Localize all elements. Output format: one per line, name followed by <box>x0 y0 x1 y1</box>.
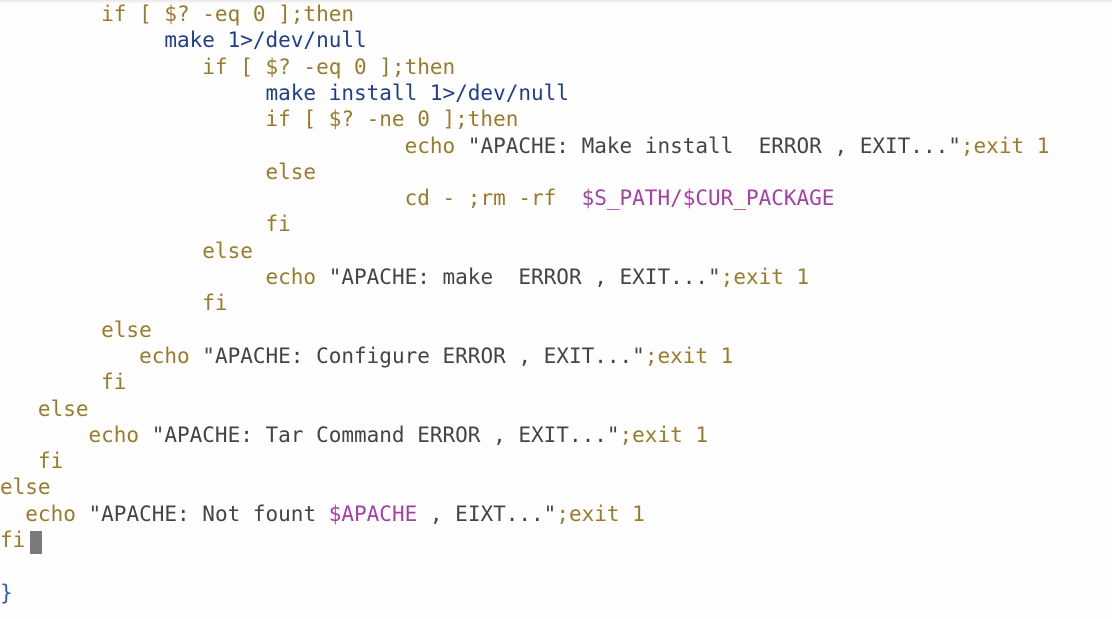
code-token: "APACHE: make ERROR , EXIT..." <box>328 265 721 289</box>
code-token: if [ $? -ne 0 ];then <box>0 107 519 132</box>
code-line: echo "APACHE: Configure ERROR , EXIT..."… <box>0 343 733 369</box>
code-token: ;exit 1 <box>556 501 645 526</box>
code-token: fi <box>0 291 228 316</box>
code-token: else <box>0 317 152 342</box>
code-line: fi <box>0 211 291 237</box>
code-line: echo "APACHE: Tar Command ERROR , EXIT..… <box>0 422 709 448</box>
code-line: if [ $? -ne 0 ];then <box>0 106 519 132</box>
code-line: else <box>0 317 152 343</box>
code-token: echo <box>0 133 468 158</box>
code-token: , EIXT..." <box>417 501 557 526</box>
code-token: fi <box>0 528 26 552</box>
code-token: cd - ;rm -rf <box>0 186 582 211</box>
code-line: if [ $? -eq 0 ];then <box>0 54 455 80</box>
code-token: } <box>0 580 13 605</box>
code-line: echo "APACHE: Make install ERROR , EXIT.… <box>0 133 1050 159</box>
code-token: "APACHE: Make install ERROR , EXIT..." <box>467 133 961 158</box>
code-line: echo "APACHE: Not fount $APACHE , EIXT..… <box>0 501 645 527</box>
code-token: $APACHE <box>328 501 418 526</box>
code-line: fi <box>0 527 25 553</box>
code-token: fi <box>0 449 64 474</box>
code-token: make 1>/dev/null <box>0 28 367 53</box>
code-token: else <box>0 396 89 421</box>
code-token: echo <box>0 501 89 526</box>
code-token: fi <box>0 212 291 237</box>
code-line: make 1>/dev/null <box>0 27 367 53</box>
code-token: "APACHE: Not fount <box>88 501 329 526</box>
code-line: fi <box>0 290 228 316</box>
code-token: ;exit 1 <box>619 422 709 447</box>
code-line: } <box>0 580 13 606</box>
code-token: ;exit 1 <box>960 133 1050 158</box>
code-token: echo <box>0 265 329 289</box>
code-token: ;exit 1 <box>644 343 734 368</box>
code-line: make install 1>/dev/null <box>0 80 569 106</box>
code-token: if [ $? -eq 0 ];then <box>0 54 456 79</box>
code-token: ;exit 1 <box>720 265 810 289</box>
code-token: fi <box>0 370 127 395</box>
code-line: echo "APACHE: make ERROR , EXIT...";exit… <box>0 264 810 290</box>
top-edge <box>0 0 1112 4</box>
code-line: fi <box>0 369 126 395</box>
code-token: else <box>0 238 253 263</box>
text-cursor <box>30 531 42 554</box>
code-line: cd - ;rm -rf $S_PATH/$CUR_PACKAGE <box>0 185 835 211</box>
code-line: else <box>0 159 317 185</box>
code-token: "APACHE: Configure ERROR , EXIT..." <box>202 343 645 368</box>
code-line: fi <box>0 448 63 474</box>
code-token: else <box>0 159 317 184</box>
code-token: make install 1>/dev/null <box>0 80 569 105</box>
code-token: "APACHE: Tar Command ERROR , EXIT..." <box>151 422 620 447</box>
code-line: else <box>0 474 51 500</box>
code-token: $S_PATH/$CUR_PACKAGE <box>581 186 835 211</box>
code-token: echo <box>0 343 203 368</box>
code-line: if [ $? -eq 0 ];then <box>0 1 354 27</box>
code-token: if [ $? -eq 0 ];then <box>0 2 355 26</box>
code-token: else <box>0 475 51 500</box>
code-line: else <box>0 396 89 422</box>
code-line: else <box>0 238 253 264</box>
code-token: echo <box>0 422 152 447</box>
